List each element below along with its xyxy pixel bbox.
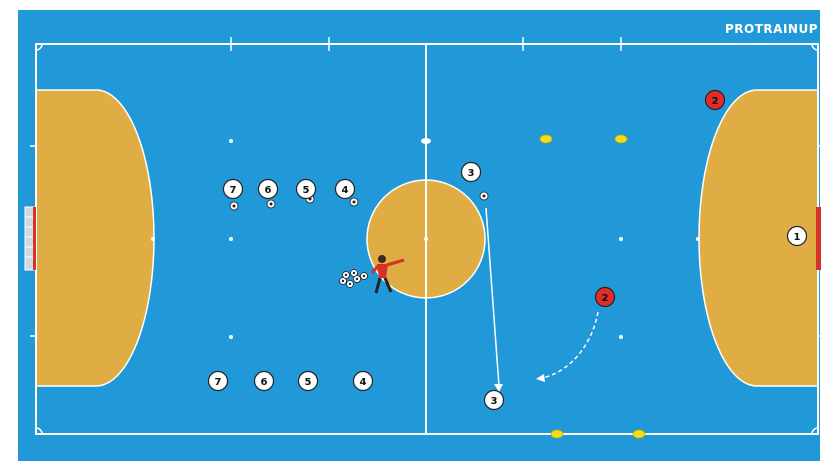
ball-icon xyxy=(351,270,358,277)
player-bottom-5: 5 xyxy=(299,372,318,391)
right-goal-icon xyxy=(816,207,821,270)
cone-icon xyxy=(633,430,645,438)
svg-text:1: 1 xyxy=(794,232,801,243)
player-bottom-4: 4 xyxy=(354,372,373,391)
svg-text:4: 4 xyxy=(360,377,367,388)
ball-icon xyxy=(347,281,354,288)
brand-logo: PROTRAINUP xyxy=(700,22,818,36)
svg-text:3: 3 xyxy=(491,396,498,407)
cone-icon xyxy=(615,135,627,143)
player-defender-top: 2 xyxy=(706,91,725,110)
ball-icon xyxy=(480,192,488,200)
ball-icon xyxy=(343,272,350,279)
cone-icon xyxy=(551,430,563,438)
svg-text:7: 7 xyxy=(230,185,237,196)
svg-text:5: 5 xyxy=(305,377,312,388)
ball-icon xyxy=(350,198,358,206)
svg-text:5: 5 xyxy=(303,185,310,196)
player-top-5: 5 xyxy=(297,180,316,199)
center-mark-top xyxy=(421,138,431,144)
player-attacker-start: 3 xyxy=(462,163,481,182)
cone-icon xyxy=(540,135,552,143)
svg-text:4: 4 xyxy=(342,185,349,196)
player-attacker-end: 3 xyxy=(485,391,504,410)
svg-text:2: 2 xyxy=(712,96,719,107)
player-bottom-7: 7 xyxy=(209,372,228,391)
player-bottom-6: 6 xyxy=(255,372,274,391)
player-defender-mid: 2 xyxy=(596,288,615,307)
left-goal-icon xyxy=(25,207,36,270)
svg-text:6: 6 xyxy=(265,185,272,196)
left-penalty-area xyxy=(36,90,154,386)
player-top-7: 7 xyxy=(224,180,243,199)
svg-text:2: 2 xyxy=(602,293,609,304)
player-goalkeeper: 1 xyxy=(788,227,807,246)
ball-icon xyxy=(230,202,238,210)
player-top-4: 4 xyxy=(336,180,355,199)
svg-text:7: 7 xyxy=(215,377,222,388)
ball-icon xyxy=(361,273,368,280)
ball-icon xyxy=(267,200,275,208)
player-top-6: 6 xyxy=(259,180,278,199)
svg-text:6: 6 xyxy=(261,377,268,388)
svg-text:3: 3 xyxy=(468,168,475,179)
